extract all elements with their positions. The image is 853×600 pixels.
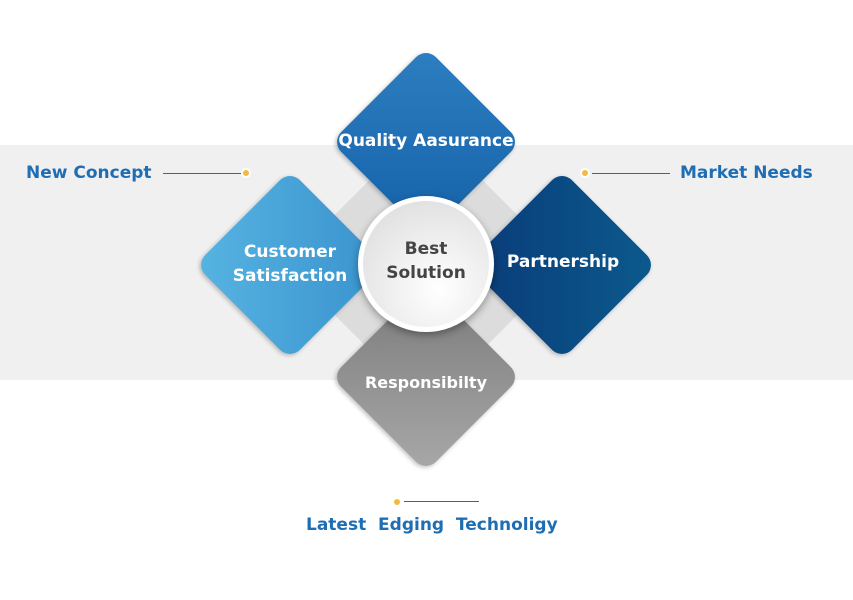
label-customer-satisfaction-1: Customer	[243, 242, 337, 262]
callout-dot-right	[582, 170, 588, 176]
center-line-2: Solution	[386, 263, 466, 283]
callout-line-right	[592, 173, 670, 174]
callout-market-needs: Market Needs	[680, 163, 813, 183]
callout-dot-bottom	[394, 499, 400, 505]
center-circle: Best Solution	[358, 196, 494, 332]
callout-new-concept: New Concept	[26, 163, 152, 183]
label-customer-satisfaction-2: Satisfaction	[232, 266, 348, 286]
label-partnership: Partnership	[506, 252, 620, 272]
label-quality-assurance: Quality Aasurance	[338, 131, 514, 151]
label-responsibility: Responsibilty	[364, 373, 488, 392]
callout-line-bottom	[404, 501, 479, 502]
callout-latest-technology: Latest Edging Technoligy	[306, 515, 558, 535]
callout-dot-left	[243, 170, 249, 176]
center-line-1: Best	[404, 239, 448, 259]
callout-line-left	[163, 173, 241, 174]
